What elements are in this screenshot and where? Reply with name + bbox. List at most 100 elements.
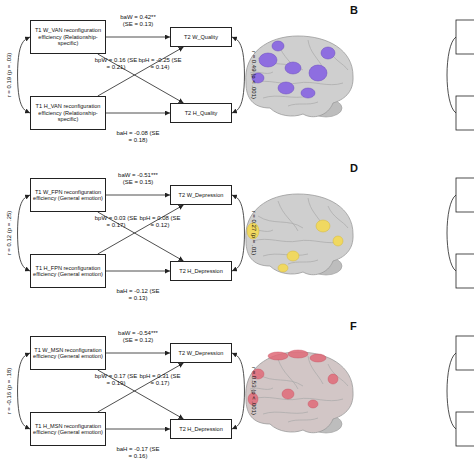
cropped-box	[456, 336, 474, 370]
coefficient-label: bpW = 0.16 (SE = 0.21)	[94, 57, 138, 71]
variable-box: T2 W_Quality	[170, 27, 232, 47]
path-arrow	[98, 363, 184, 412]
blob	[321, 47, 335, 59]
blob	[316, 220, 330, 232]
activation-blobs	[247, 220, 343, 272]
variable-box: T1 H_VAN reconfiguration efficiency (Rel…	[30, 96, 106, 130]
cropped-arrow	[447, 353, 456, 429]
brain-render	[246, 36, 353, 117]
variable-box: T2 H_Quality	[170, 103, 232, 123]
brain-render	[246, 350, 353, 433]
blob	[308, 400, 318, 408]
correlation-label: r = 0.12 (p = .25)	[6, 211, 13, 256]
blob	[272, 41, 284, 51]
box-text: T2 W_Depression	[178, 192, 225, 198]
box-text: T1 H_VAN reconfiguration efficiency (Rel…	[31, 103, 105, 122]
coefficient-label: bpW = 0.17 (SE = 0.19)	[94, 373, 138, 387]
path-arrow	[106, 353, 170, 354]
cropped-box	[456, 20, 474, 54]
cropped-box	[456, 254, 474, 288]
path-arrow	[106, 113, 170, 114]
box-text: T1 W_FPN reconfiguration efficiency (Gen…	[31, 189, 105, 202]
correlation-arrow	[232, 37, 244, 113]
variable-box: T1 H_FPN reconfiguration efficiency (Gen…	[30, 254, 106, 288]
cropped-arrow	[447, 195, 456, 271]
correlation-arrow	[18, 195, 30, 271]
brain-outline	[246, 194, 353, 275]
activation-blobs	[252, 41, 335, 98]
coefficient-label: baH = -0.08 (SE = 0.18)	[116, 130, 160, 144]
blob	[268, 352, 288, 360]
cropped-diagram	[447, 20, 474, 446]
blob	[285, 62, 301, 74]
path-arrow	[106, 429, 170, 430]
correlation-arrow	[18, 353, 30, 429]
path-arrow	[98, 205, 184, 254]
blob	[287, 251, 299, 261]
correlation-label: r = 0.27 (p = .01)	[249, 211, 256, 256]
box-text: T1 H_FPN reconfiguration efficiency (Gen…	[31, 265, 105, 278]
cropped-box	[456, 412, 474, 446]
blob	[333, 236, 343, 246]
blob	[259, 53, 277, 67]
path-arrow	[106, 195, 170, 196]
correlation-label: r = 0.19 (p = .03)	[6, 53, 13, 98]
panel-letter: F	[350, 320, 357, 332]
correlation-label: r = 0.53 (p < .001)	[249, 367, 256, 415]
coefficient-label: baW = -0.54*** (SE = 0.12)	[116, 330, 160, 344]
correlation-label: r = -0.16 (p = .18)	[6, 368, 13, 415]
panel-letter: B	[350, 4, 358, 16]
coefficient-label: bpH = 0.31 (SE = 0.17)	[138, 373, 182, 387]
correlation-arrow	[232, 195, 244, 271]
coefficient-label: bpW = 0.03 (SE = 0.17)	[94, 215, 138, 229]
cropped-box	[456, 178, 474, 212]
path-arrow	[106, 37, 170, 38]
brain-sulci	[250, 356, 348, 422]
cropped-box	[456, 96, 474, 130]
correlation-label: r = 0.49 (p < .001)	[249, 51, 256, 99]
variable-box: T2 W_Depression	[170, 343, 232, 363]
coefficient-label: bpH = 0.08 (SE = 0.12)	[138, 215, 182, 229]
blob	[301, 88, 315, 98]
cropped-arrow	[447, 37, 456, 113]
blob	[309, 65, 327, 81]
blob	[278, 82, 294, 94]
box-text: T2 W_Quality	[183, 34, 219, 40]
brain-sulci	[250, 40, 348, 106]
correlation-arrow	[18, 37, 30, 113]
box-text: T2 W_Depression	[178, 350, 225, 356]
blob	[310, 354, 326, 362]
path-arrow	[106, 271, 170, 272]
variable-box: T2 W_Depression	[170, 185, 232, 205]
brain-outline	[246, 36, 353, 117]
brain-sulci	[250, 198, 348, 264]
path-arrow	[98, 47, 184, 96]
variable-box: T1 H_MSN reconfiguration efficiency (Gen…	[30, 412, 106, 446]
brain-render	[246, 194, 353, 275]
blob	[282, 389, 294, 399]
coefficient-label: baW = -0.51*** (SE = 0.15)	[116, 172, 160, 186]
blob	[288, 350, 308, 358]
box-text: T2 H_Depression	[178, 426, 224, 432]
coefficient-label: baH = -0.17 (SE = 0.16)	[116, 446, 160, 460]
correlation-arrow	[232, 353, 244, 429]
variable-box: T1 W_VAN reconfiguration efficiency (Rel…	[30, 20, 106, 54]
coefficient-label: baH = -0.12 (SE = 0.13)	[116, 288, 160, 302]
coefficient-label: bpH = -0.25 (SE = 0.14)	[138, 57, 182, 71]
panel-letter: D	[350, 162, 358, 174]
box-text: T1 W_MSN reconfiguration efficiency (Gen…	[31, 347, 105, 360]
variable-box: T2 H_Depression	[170, 419, 232, 439]
blob	[278, 264, 288, 272]
box-text: T1 H_MSN reconfiguration efficiency (Gen…	[31, 423, 105, 436]
box-text: T1 W_VAN reconfiguration efficiency (Rel…	[31, 27, 105, 46]
variable-box: T2 H_Depression	[170, 261, 232, 281]
box-text: T2 H_Depression	[178, 268, 224, 274]
variable-box: T1 W_MSN reconfiguration efficiency (Gen…	[30, 336, 106, 370]
box-text: T2 H_Quality	[184, 110, 219, 116]
variable-box: T1 W_FPN reconfiguration efficiency (Gen…	[30, 178, 106, 212]
brain-outline	[246, 352, 353, 433]
coefficient-label: baW = 0.42** (SE = 0.13)	[116, 14, 160, 28]
